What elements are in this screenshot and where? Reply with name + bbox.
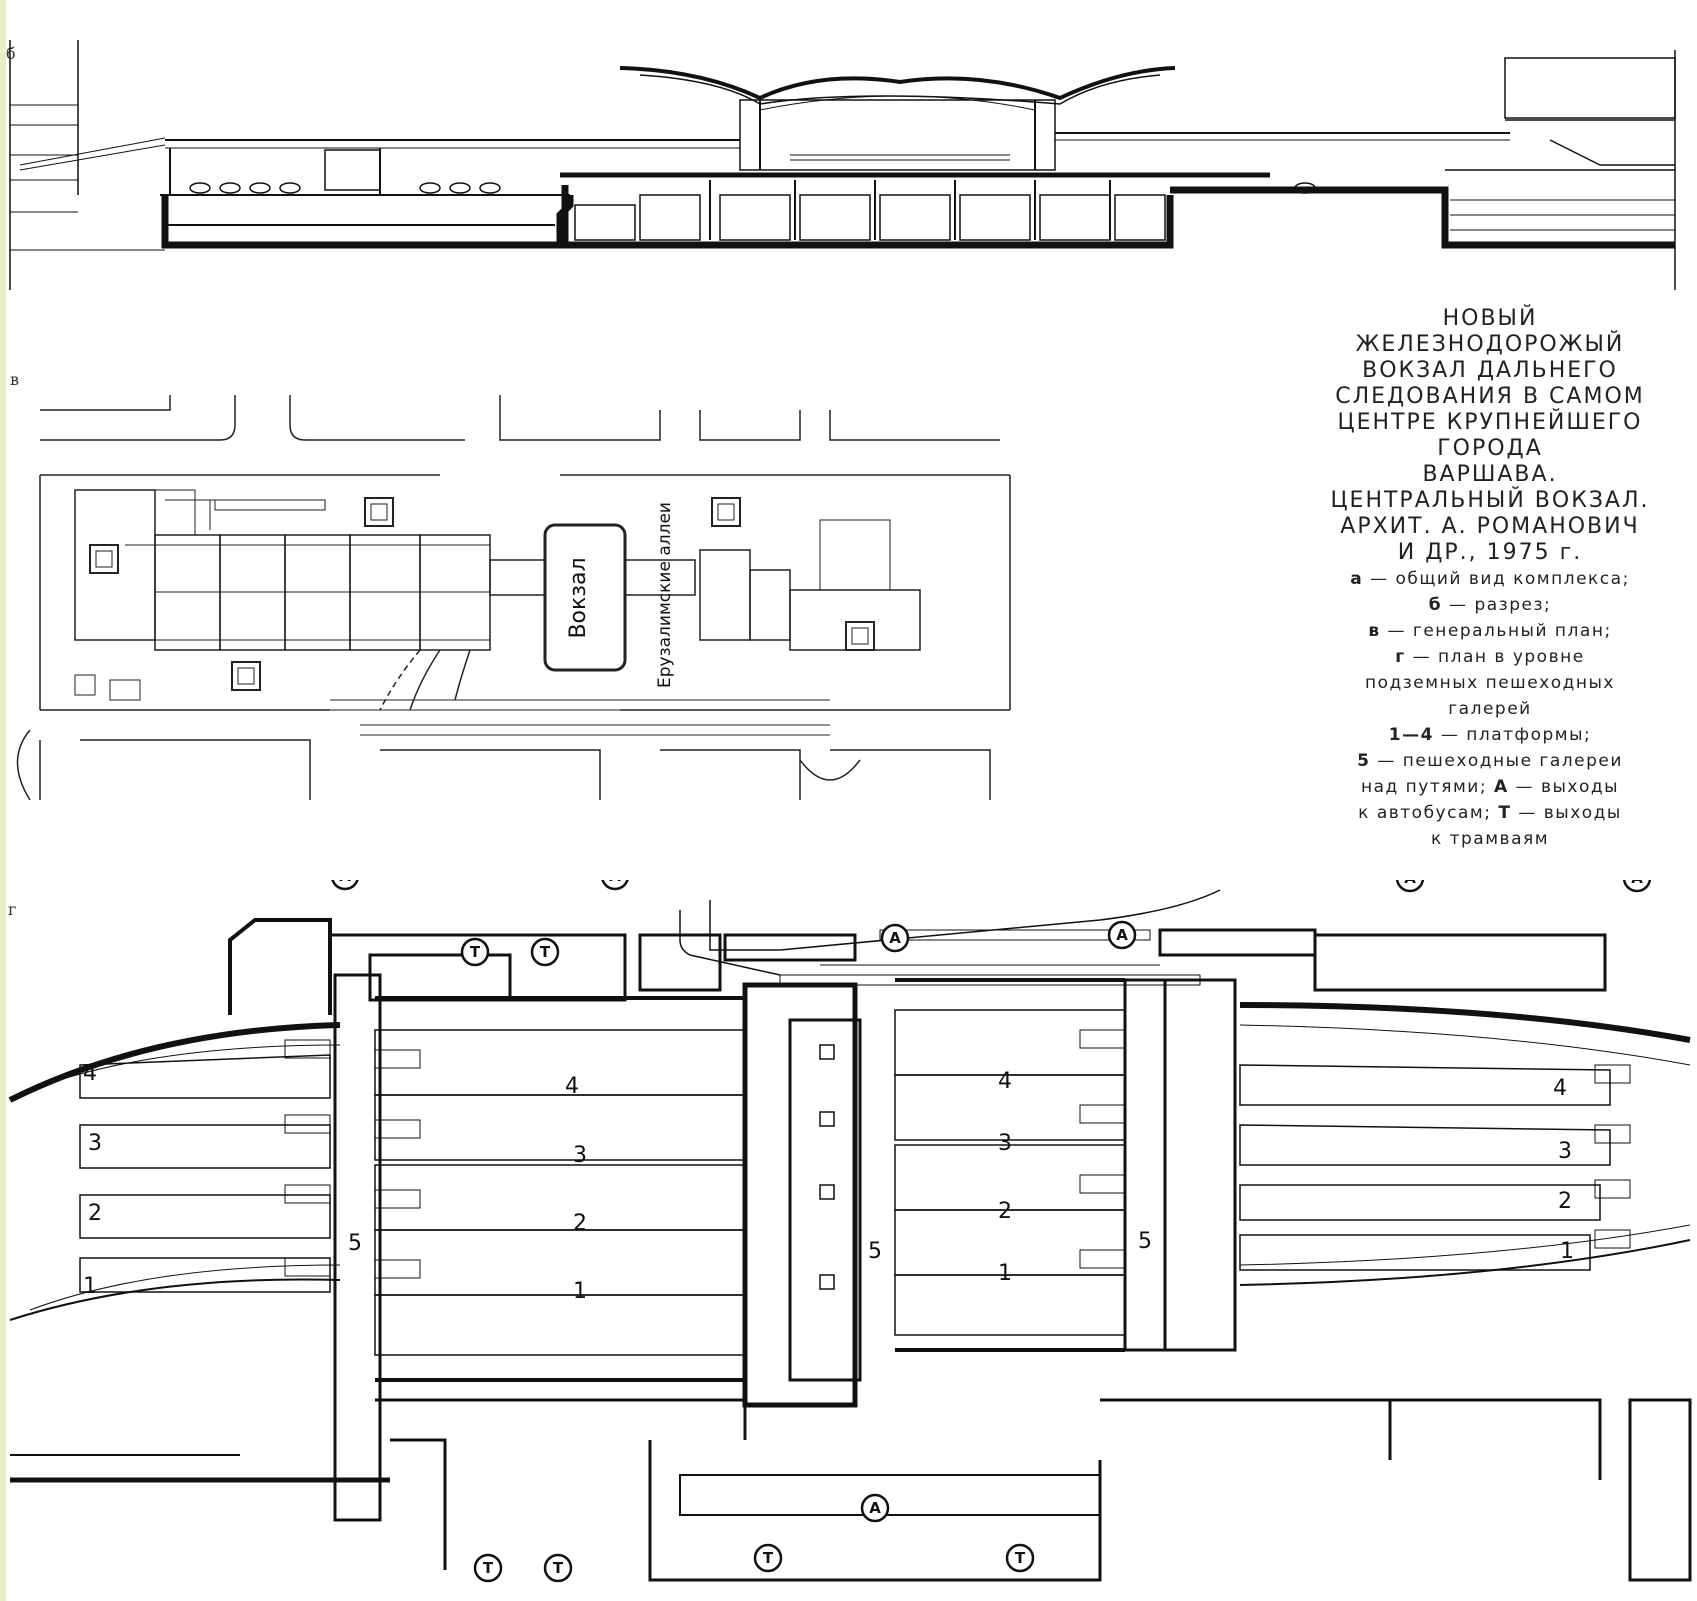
- legend-line: б — разрез;: [1290, 592, 1690, 618]
- caption-title-line: ЖЕЛЕЗНОДОРОЖЫЙ: [1355, 332, 1625, 357]
- legend-key: Т: [1498, 803, 1512, 823]
- legend-key: г: [1395, 647, 1406, 667]
- legend-line: г — план в уровне: [1290, 644, 1690, 670]
- tram-exit-label: Т: [553, 1559, 564, 1577]
- bus-exit-label: А: [1631, 880, 1643, 887]
- legend-text: — пешеходные галереи: [1370, 751, 1623, 771]
- figure-caption: НОВЫЙ ЖЕЛЕЗНОДОРОЖЫЙ ВОКЗАЛ ДАЛЬНЕГО СЛЕ…: [1290, 306, 1690, 852]
- platform-number: 1: [83, 1274, 97, 1299]
- platform-number: 2: [1558, 1189, 1572, 1214]
- legend-line: 1—4 — платформы;: [1290, 722, 1690, 748]
- legend-line: к автобусам; Т — выходы: [1290, 800, 1690, 826]
- bus-exit-label: А: [889, 929, 901, 947]
- legend-key: А: [1493, 777, 1509, 797]
- platform-number: 3: [573, 1143, 587, 1168]
- platform-number: 4: [565, 1074, 579, 1099]
- legend-line: над путями; А — выходы: [1290, 774, 1690, 800]
- tram-exit-label: Т: [483, 1559, 494, 1577]
- platform-number: 4: [998, 1069, 1012, 1094]
- legend-key: а: [1350, 569, 1364, 589]
- bus-exit-label: А: [1116, 926, 1128, 944]
- tram-exit-marker: [460, 937, 490, 967]
- floor-plan-drawing: А А А А А А А Т Т Т Т Т Т 1 2 3 4 1 2 3 …: [8, 880, 1692, 1583]
- legend-line: подземных пешеходных: [1290, 670, 1690, 696]
- caption-title-line: ВОКЗАЛ ДАЛЬНЕГО: [1362, 358, 1618, 383]
- legend-text: — общий вид комплекса;: [1363, 569, 1630, 589]
- site-plan-drawing: Вокзал Ерузалимские аллеи: [16, 395, 1011, 801]
- caption-title-line: ЦЕНТРАЛЬНЫЙ ВОКЗАЛ.: [1330, 488, 1650, 513]
- tram-exit-label: Т: [540, 943, 551, 961]
- station-label: Вокзал: [566, 557, 591, 638]
- legend-text: к трамваям: [1430, 829, 1550, 849]
- caption-title-line: ВАРШАВА.: [1422, 462, 1558, 487]
- bus-exit-marker: [1622, 880, 1652, 893]
- tram-exit-label: Т: [763, 1549, 774, 1567]
- gallery-number: 5: [348, 1231, 362, 1256]
- legend-text: над путями;: [1360, 777, 1494, 797]
- tram-exit-marker: [1005, 1543, 1035, 1573]
- legend-text: — план в уровне: [1405, 647, 1585, 667]
- legend-text: — генеральный план;: [1380, 621, 1612, 641]
- bus-exit-marker: [880, 923, 910, 953]
- bus-exit-marker: [860, 1493, 890, 1523]
- section-drawing: [9, 40, 1676, 290]
- tram-exit-label: Т: [1015, 1549, 1026, 1567]
- platform-number: 1: [998, 1261, 1012, 1286]
- caption-title-line: НОВЫЙ: [1442, 306, 1538, 331]
- platform-number: 2: [998, 1199, 1012, 1224]
- bus-exit-marker: [331, 880, 359, 891]
- caption-title-line: СЛЕДОВАНИЯ В САМОМ: [1335, 384, 1645, 409]
- legend-text: — выходы: [1511, 803, 1622, 823]
- legend-text: галерей: [1448, 699, 1532, 719]
- bus-exit-label: А: [339, 880, 351, 885]
- legend-key: б: [1428, 595, 1443, 615]
- figure-letter-v: в: [10, 370, 20, 389]
- caption-title-line: ЦЕНТРЕ КРУПНЕЙШЕГО: [1337, 410, 1643, 435]
- legend-line: а — общий вид комплекса;: [1290, 566, 1690, 592]
- street-label: Ерузалимские аллеи: [655, 502, 675, 688]
- bus-exit-label: А: [609, 880, 621, 885]
- legend-line: к трамваям: [1290, 826, 1690, 852]
- platform-number: 2: [573, 1211, 587, 1236]
- bus-exit-label: А: [1404, 880, 1416, 887]
- bus-exit-marker: [601, 880, 629, 891]
- bus-exit-label: А: [869, 1499, 881, 1517]
- page-edge: [0, 0, 6, 1601]
- platform-number: 4: [83, 1061, 97, 1086]
- platform-number: 1: [1560, 1239, 1574, 1264]
- legend-key: в: [1368, 621, 1381, 641]
- tram-exit-marker: [753, 1543, 783, 1573]
- tram-exit-marker: [543, 1553, 573, 1583]
- legend-key: 1—4: [1388, 725, 1434, 745]
- tram-exit-label: Т: [470, 943, 481, 961]
- caption-title-line: АРХИТ. А. РОМАНОВИЧ: [1340, 514, 1640, 539]
- legend-text: — выходы: [1508, 777, 1620, 797]
- caption-title-line: ГОРОДА: [1437, 436, 1543, 461]
- legend-line: галерей: [1290, 696, 1690, 722]
- legend-line: в — генеральный план;: [1290, 618, 1690, 644]
- legend-text: — платформы;: [1433, 725, 1592, 745]
- bus-exit-marker: [1107, 920, 1137, 950]
- tram-exit-marker: [473, 1553, 503, 1583]
- platform-number: 3: [1558, 1139, 1572, 1164]
- legend-text: — разрез;: [1442, 595, 1552, 615]
- figure-letter-g: г: [8, 900, 17, 919]
- tram-exit-marker: [530, 937, 560, 967]
- legend-text: подземных пешеходных: [1365, 673, 1615, 693]
- platform-number: 1: [573, 1279, 587, 1304]
- legend-key: 5: [1357, 751, 1371, 771]
- platform-number: 4: [1553, 1076, 1567, 1101]
- platform-number: 3: [88, 1131, 102, 1156]
- bus-exit-marker: [1395, 880, 1425, 893]
- gallery-number: 5: [868, 1239, 882, 1264]
- gallery-number: 5: [1138, 1229, 1152, 1254]
- legend-line: 5 — пешеходные галереи: [1290, 748, 1690, 774]
- platform-number: 2: [88, 1201, 102, 1226]
- legend-text: к автобусам;: [1358, 803, 1499, 823]
- platform-number: 3: [998, 1131, 1012, 1156]
- caption-title-line: И ДР., 1975 г.: [1397, 540, 1583, 565]
- figure-letter-b: б: [6, 44, 16, 63]
